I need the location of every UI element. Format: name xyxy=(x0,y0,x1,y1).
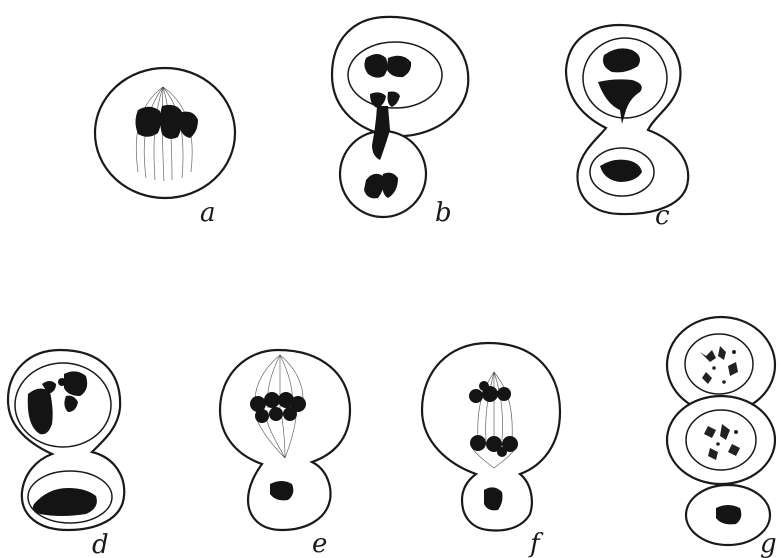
panel-d-cells xyxy=(6,348,126,532)
panel-e-chromosomes xyxy=(250,392,306,501)
panel-b-cells xyxy=(330,15,470,219)
panel-label-f: f xyxy=(530,529,540,558)
panel-a-cell xyxy=(93,66,237,200)
panel-c-chromosomes xyxy=(598,48,642,182)
panel-label-c: c xyxy=(655,201,670,231)
panel-g-cells xyxy=(665,315,777,547)
panel-e-cells xyxy=(218,348,352,532)
panel-f-chromosomes xyxy=(469,381,518,511)
panel-f-cells xyxy=(420,341,562,532)
panel-b-chromosomes xyxy=(364,54,412,199)
panel-g-chromatin xyxy=(700,346,740,460)
panel-label-b: b xyxy=(435,198,452,228)
panel-g-small-nucleus xyxy=(716,505,742,525)
panel-label-d: d xyxy=(92,530,109,558)
panel-d-chromosomes xyxy=(27,371,97,516)
panel-label-g: g xyxy=(760,529,777,558)
panel-label-e: e xyxy=(312,529,328,558)
panel-label-a: a xyxy=(200,198,216,228)
panel-c-cells xyxy=(564,23,690,216)
panel-a-chromosomes xyxy=(135,104,198,139)
